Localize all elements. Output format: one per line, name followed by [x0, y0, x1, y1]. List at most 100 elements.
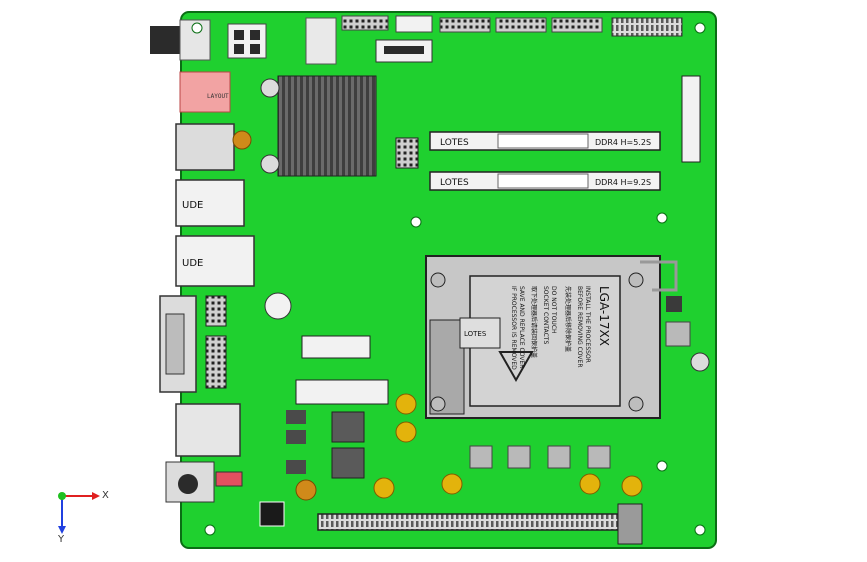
- socket-screw: [628, 396, 644, 412]
- m2-connector: [681, 75, 701, 163]
- ddr-slot-1-latch: [497, 133, 589, 149]
- top-connectors: [150, 15, 683, 65]
- power-pin: [234, 44, 244, 54]
- memory-chips: [395, 137, 419, 169]
- heatsink-fins: [277, 75, 377, 177]
- usb-port-2: [175, 235, 255, 287]
- mosfet: [286, 430, 306, 444]
- usb-c-chip: [179, 71, 231, 113]
- ddr-slot-2-label: DDR4 H=9.2S: [595, 178, 651, 187]
- mount-hole: [694, 22, 706, 34]
- fpc-connector: [611, 17, 683, 37]
- pin-header: [439, 17, 491, 33]
- gold-capacitor: [395, 393, 417, 415]
- rj45-port: [175, 123, 235, 171]
- vrm-chip: [547, 445, 571, 469]
- vga-inner: [165, 313, 185, 375]
- power-pin: [250, 30, 260, 40]
- socket-brand: LOTES: [464, 330, 487, 338]
- socket-note-1: INSTALL THE PROCESSOR: [584, 286, 591, 363]
- white-capacitor: [264, 292, 292, 320]
- y-axis-arrow: [58, 526, 66, 534]
- mount-hole: [694, 524, 706, 536]
- mount-hole: [191, 22, 203, 34]
- gold-capacitor: [621, 475, 643, 497]
- socket-screw: [430, 272, 446, 288]
- usb-port-1: [175, 179, 245, 227]
- pin-header-row: [341, 15, 389, 31]
- y-axis-label: Y: [57, 534, 65, 545]
- socket-note-2: BEFORE REMOVING COVER: [576, 286, 583, 368]
- gold-capacitor: [373, 477, 395, 499]
- inductor: [331, 411, 365, 443]
- capacitors: [232, 78, 710, 501]
- power-pin: [250, 44, 260, 54]
- ddr-slot-1-brand: LOTES: [440, 138, 469, 148]
- cap-small: [690, 352, 710, 372]
- audio-jack: [150, 26, 182, 54]
- ddr-slot-2-latch: [497, 173, 589, 189]
- fan-header: [305, 17, 337, 65]
- socket-text-block: LGA-17XX INSTALL THE PROCESSOR BEFORE RE…: [510, 286, 611, 370]
- gold-capacitor: [441, 473, 463, 495]
- usb-chip-label: LAYOUT: [207, 93, 229, 100]
- socket-model: LGA-17XX: [597, 286, 611, 346]
- socket-note-4: SOCKET CONTACTS: [542, 286, 549, 344]
- socket-note-3: DO NOT TOUCH: [550, 286, 557, 334]
- pcie-slot: [317, 503, 643, 545]
- orange-capacitor: [295, 479, 317, 501]
- socket-cjk-2: 取下处理器后请装回保护盖: [530, 286, 538, 358]
- ic-chip: [666, 296, 682, 312]
- mount-hole: [656, 212, 668, 224]
- audio-jack-body: [179, 19, 211, 61]
- x-axis-arrow: [92, 492, 100, 500]
- socket-note-6: IF PROCESSOR IS REMOVED: [510, 286, 517, 370]
- inductor: [331, 447, 365, 479]
- mount-hole: [204, 524, 216, 536]
- sata-slot: [384, 46, 424, 54]
- cpu-socket: LOTES LGA-17XX INSTALL THE PROCESSOR BEF…: [425, 255, 678, 419]
- mount-hole: [656, 460, 668, 472]
- small-connector: [395, 15, 433, 33]
- orange-capacitor: [232, 130, 252, 150]
- pcie-latch: [617, 503, 643, 545]
- cap-top: [260, 78, 280, 98]
- dc-jack-hole: [178, 474, 198, 494]
- mosfet: [286, 460, 306, 474]
- pin-header: [495, 17, 547, 33]
- socket-lever: [640, 260, 678, 292]
- socket-screw: [430, 396, 446, 412]
- z-axis-dot: [58, 492, 66, 500]
- front-panel-header: [215, 471, 243, 487]
- mount-hole: [410, 216, 422, 228]
- power-connector: [227, 23, 267, 59]
- socket-cjk-1: 先装处理器后移除保护盖: [564, 286, 572, 352]
- m2-slot-2: [301, 335, 371, 359]
- bios-chip: [259, 501, 285, 527]
- socket-note-5: SAVE AND REPLACE COVER: [518, 286, 525, 368]
- vrm-chip: [507, 445, 531, 469]
- power-components: [205, 137, 691, 527]
- usb-port-1-label: UDE: [182, 200, 203, 211]
- pcie-x16: [317, 513, 619, 531]
- vrm-chip: [469, 445, 493, 469]
- audio-stack: [175, 403, 241, 457]
- cap-top: [260, 154, 280, 174]
- gold-capacitor: [395, 421, 417, 443]
- ddr-slot-2-brand: LOTES: [440, 178, 469, 188]
- heatsink: [277, 75, 377, 177]
- axis-triad: X Y: [57, 490, 109, 545]
- ddr-slot-1-label: DDR4 H=5.2S: [595, 138, 651, 147]
- power-pin: [234, 30, 244, 40]
- header-block: [205, 295, 227, 327]
- usb-port-2-label: UDE: [182, 258, 203, 269]
- mosfet: [286, 410, 306, 424]
- warning-triangle: [498, 351, 534, 383]
- pin-header: [551, 17, 603, 33]
- gold-capacitor: [579, 473, 601, 495]
- vrm-chip: [587, 445, 611, 469]
- m2-slot: [295, 379, 389, 405]
- ic-chip: [665, 321, 691, 347]
- x-axis-label: X: [102, 490, 109, 501]
